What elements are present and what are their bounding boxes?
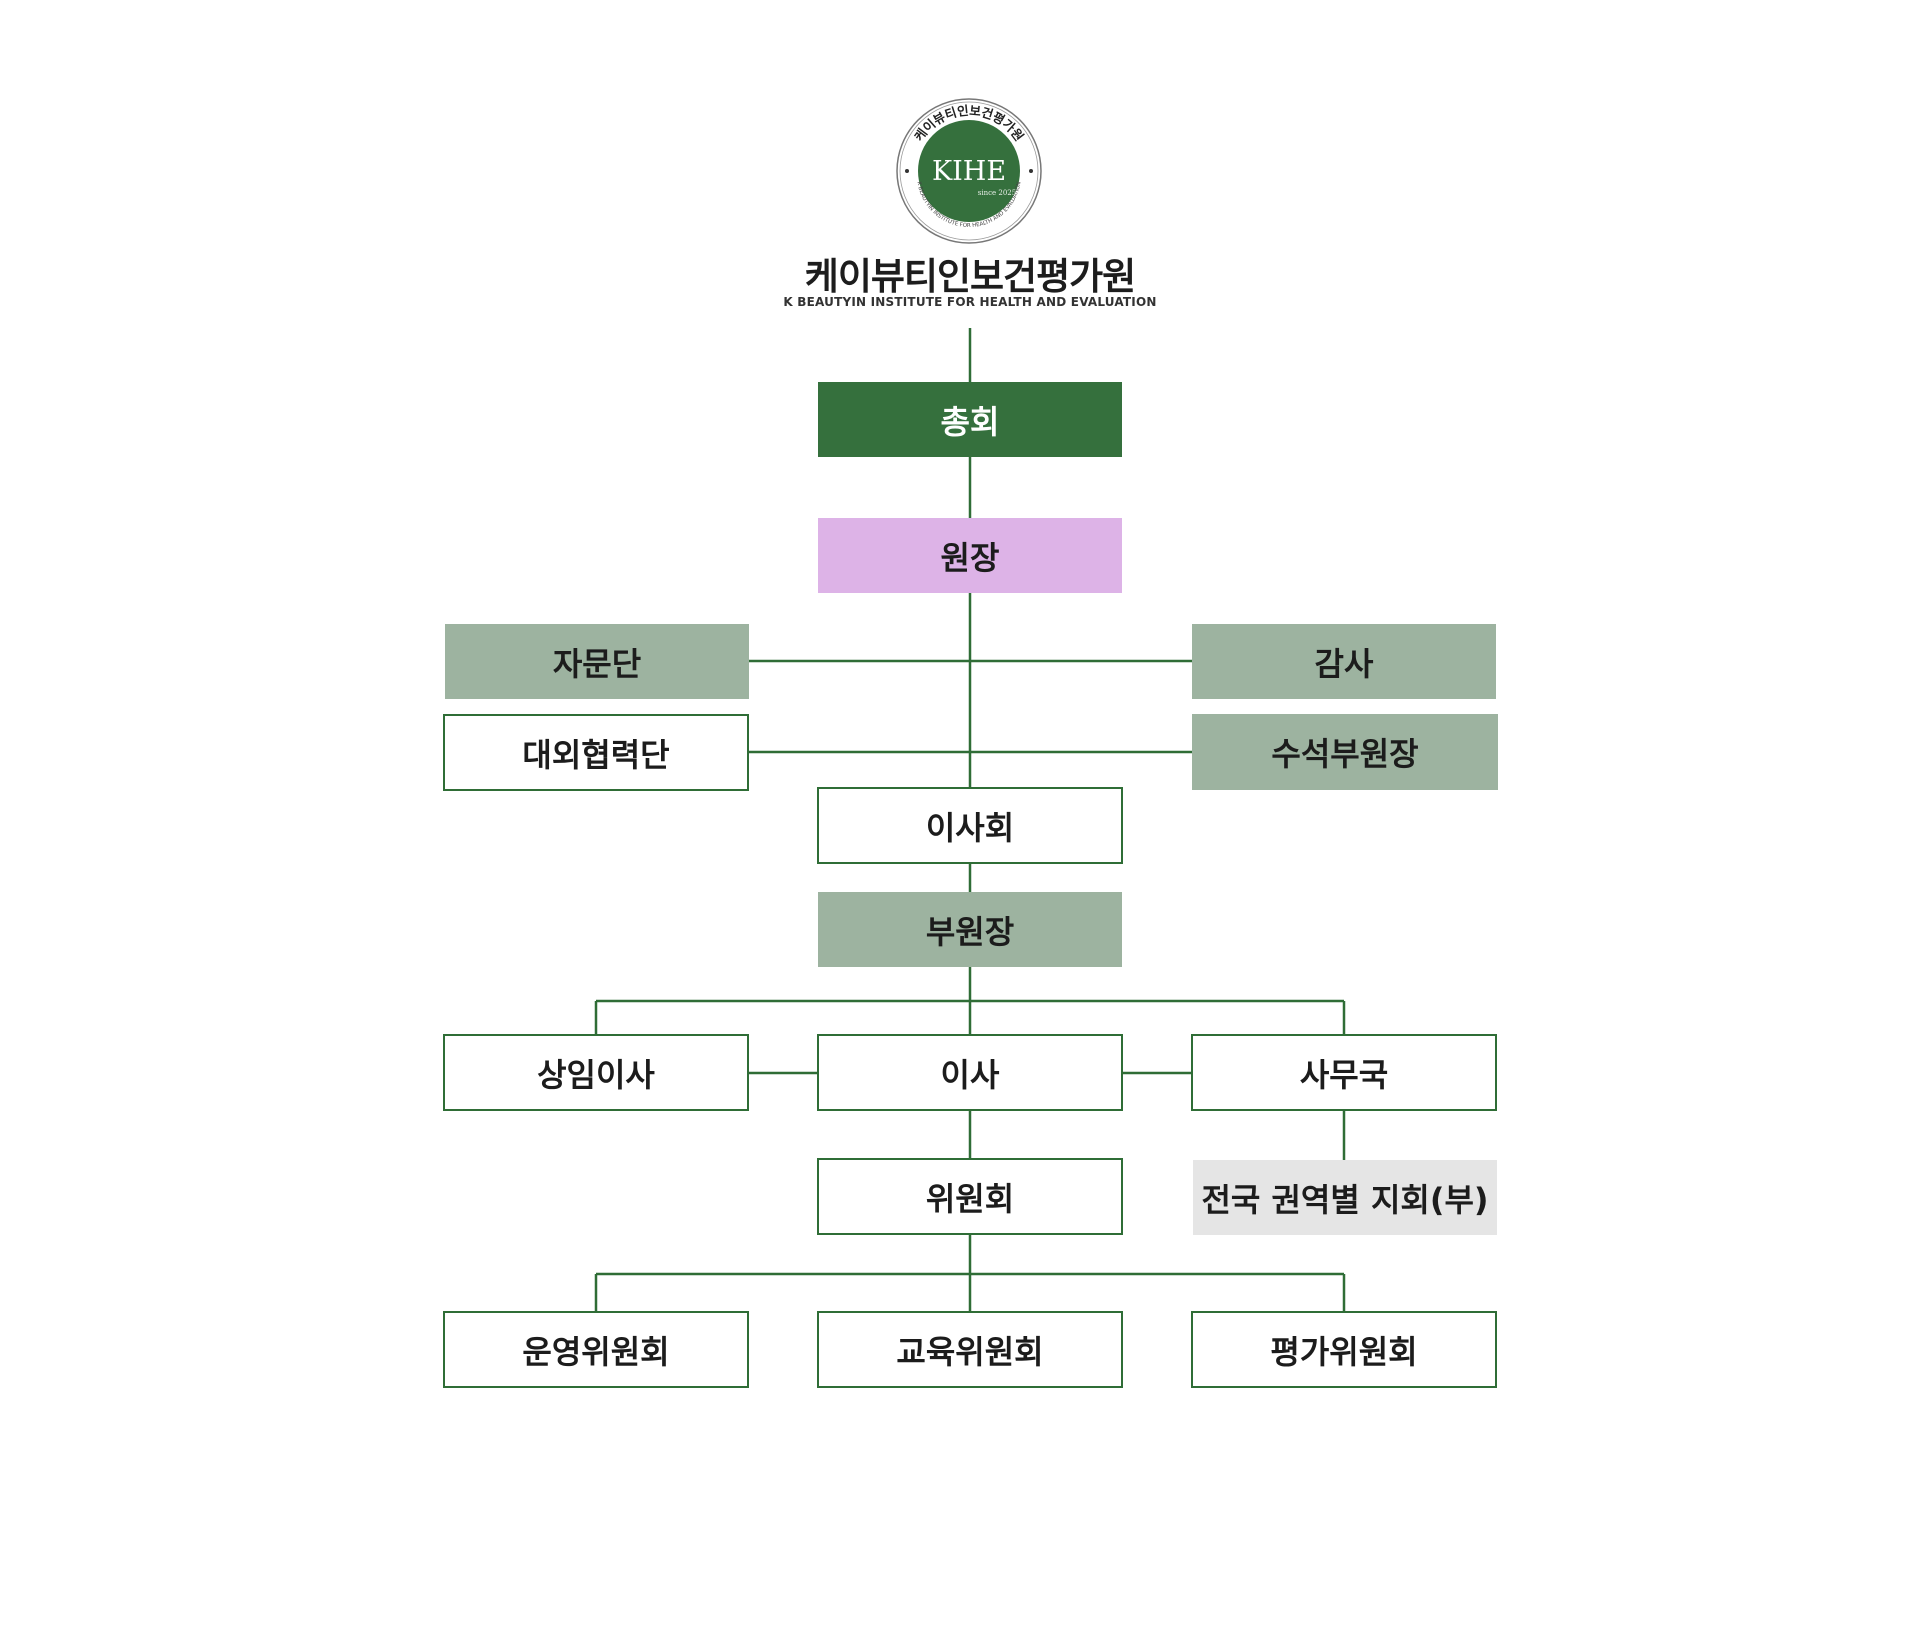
logo-since: since 2025 (978, 189, 1016, 197)
node-director-member: 이사 (817, 1034, 1123, 1111)
node-board: 이사회 (817, 787, 1123, 864)
node-evaluation-committee: 평가위원회 (1191, 1311, 1497, 1388)
node-director: 원장 (818, 518, 1122, 593)
node-label: 감사 (1314, 644, 1374, 683)
org-name-korean: 케이뷰티인보건평가원 (804, 255, 1136, 298)
node-external-cooperation: 대외협력단 (443, 714, 749, 791)
node-auditor: 감사 (1192, 624, 1496, 699)
node-label: 대외협력단 (522, 735, 670, 774)
node-regional-branches: 전국 권역별 지회(부) (1193, 1160, 1497, 1235)
node-secretariat: 사무국 (1191, 1034, 1497, 1111)
node-label: 수석부원장 (1271, 735, 1419, 773)
node-senior-vice-director: 수석부원장 (1192, 714, 1498, 790)
node-label: 운영위원회 (522, 1332, 670, 1371)
node-label: 상임이사 (537, 1055, 655, 1094)
org-name-english: K BEAUTYIN INSTITUTE FOR HEALTH AND EVAL… (783, 295, 1157, 309)
logo-abbr: KIHE (932, 156, 1006, 187)
node-label: 위원회 (925, 1179, 1015, 1218)
node-label: 전국 권역별 지회(부) (1201, 1180, 1489, 1219)
node-committee: 위원회 (817, 1158, 1123, 1235)
node-label: 교육위원회 (896, 1332, 1044, 1371)
node-operations-committee: 운영위원회 (443, 1311, 749, 1388)
node-label: 이사회 (925, 808, 1015, 847)
kihe-logo-seal: 케이뷰티인보건평가원 K BEAUTYIN INSTITUTE FOR HEAL… (896, 98, 1042, 244)
node-advisory-group: 자문단 (445, 624, 749, 699)
node-label: 총회 (940, 402, 1000, 441)
node-vice-director: 부원장 (818, 892, 1122, 967)
node-label: 평가위원회 (1270, 1332, 1418, 1371)
node-label: 이사 (940, 1055, 1000, 1094)
node-label: 부원장 (925, 912, 1015, 951)
node-label: 사무국 (1299, 1055, 1389, 1094)
node-general-assembly: 총회 (818, 382, 1122, 457)
node-standing-director: 상임이사 (443, 1034, 749, 1111)
node-label: 자문단 (552, 644, 642, 683)
node-label: 원장 (940, 538, 1000, 577)
node-education-committee: 교육위원회 (817, 1311, 1123, 1388)
